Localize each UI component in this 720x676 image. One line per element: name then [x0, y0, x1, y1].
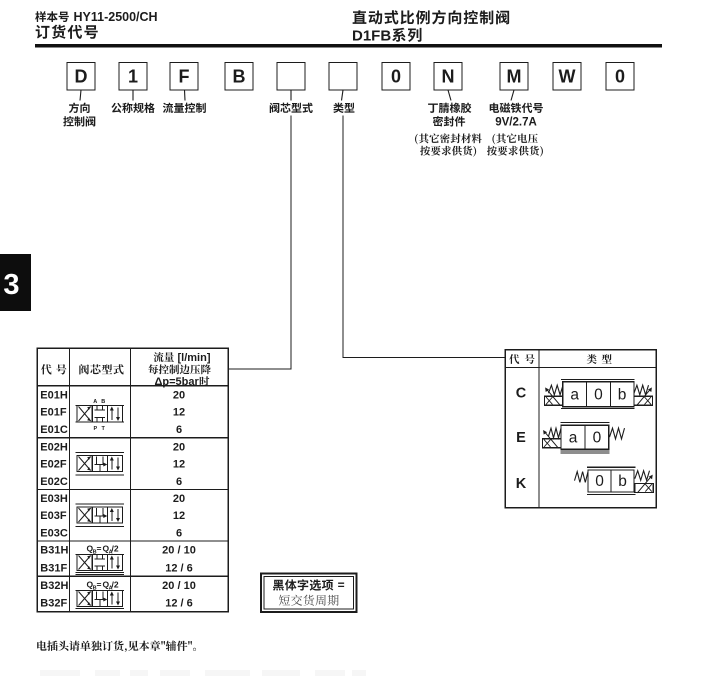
svg-text:6: 6 [176, 476, 182, 488]
svg-text:K: K [516, 476, 527, 492]
svg-text:/2: /2 [112, 544, 119, 554]
svg-text:D1FB: D1FB [352, 28, 391, 45]
svg-text:9V/2.7A: 9V/2.7A [495, 117, 537, 129]
svg-text:6: 6 [176, 424, 182, 436]
svg-text:[l/min]: [l/min] [178, 352, 211, 364]
svg-text:0: 0 [595, 473, 604, 490]
svg-text:HY11-2500/CH: HY11-2500/CH [74, 10, 158, 24]
svg-text:b: b [618, 386, 627, 403]
svg-text:12: 12 [173, 459, 185, 471]
svg-text:E02C: E02C [40, 476, 68, 488]
svg-text:B: B [101, 399, 105, 405]
svg-text:20 / 10: 20 / 10 [162, 545, 196, 557]
svg-text:C: C [516, 385, 527, 401]
svg-text:Q: Q [87, 544, 94, 554]
svg-text:B32H: B32H [40, 580, 68, 592]
svg-text:/2: /2 [112, 580, 119, 590]
svg-text:E01C: E01C [40, 424, 68, 436]
svg-text:D: D [75, 67, 88, 87]
svg-text:Q: Q [87, 580, 94, 590]
svg-text:B: B [93, 585, 97, 591]
svg-text:E02H: E02H [40, 441, 68, 453]
svg-text:W: W [559, 67, 576, 87]
svg-text:Q: Q [103, 544, 110, 554]
svg-text:20: 20 [173, 389, 185, 401]
svg-text:1: 1 [128, 67, 138, 87]
svg-text:A: A [93, 399, 97, 405]
svg-text:0: 0 [594, 386, 603, 403]
svg-text:Q: Q [103, 580, 110, 590]
svg-text:12: 12 [173, 510, 185, 522]
svg-text:E03H: E03H [40, 493, 68, 505]
svg-text:E02F: E02F [40, 459, 67, 471]
svg-text:0: 0 [391, 67, 401, 87]
svg-text:A: A [109, 585, 113, 591]
svg-text:0: 0 [593, 429, 602, 446]
svg-text:P: P [93, 426, 97, 432]
svg-text:=: = [97, 580, 102, 590]
svg-text:3: 3 [3, 269, 19, 301]
svg-text:20: 20 [173, 493, 185, 505]
svg-text:E01H: E01H [40, 389, 68, 401]
svg-text:E03F: E03F [40, 510, 67, 522]
svg-text:a: a [569, 429, 578, 446]
svg-text:20: 20 [173, 441, 185, 453]
svg-text:B: B [233, 67, 246, 87]
svg-text:a: a [570, 386, 579, 403]
svg-text:=: = [338, 578, 345, 592]
svg-text:B31H: B31H [40, 545, 68, 557]
svg-text:F: F [179, 67, 190, 87]
svg-text:E01F: E01F [40, 407, 67, 419]
svg-text:N: N [442, 67, 455, 87]
svg-text:6: 6 [176, 527, 182, 539]
svg-text:M: M [507, 67, 522, 87]
svg-text:0: 0 [615, 67, 625, 87]
svg-text:b: b [618, 473, 627, 490]
svg-text:20 / 10: 20 / 10 [162, 580, 196, 592]
svg-text:E: E [516, 430, 526, 446]
svg-text:Δp=5bar: Δp=5bar [155, 376, 200, 388]
svg-text:E03C: E03C [40, 527, 68, 539]
svg-text:12: 12 [173, 407, 185, 419]
svg-text:12 / 6: 12 / 6 [165, 598, 193, 610]
svg-text:B32F: B32F [40, 598, 67, 610]
svg-text:T: T [102, 426, 106, 432]
svg-text:=: = [97, 544, 102, 554]
svg-text:12 / 6: 12 / 6 [165, 562, 193, 574]
svg-text:A: A [109, 549, 113, 555]
svg-text:B: B [93, 549, 97, 555]
svg-text:B31F: B31F [40, 562, 67, 574]
